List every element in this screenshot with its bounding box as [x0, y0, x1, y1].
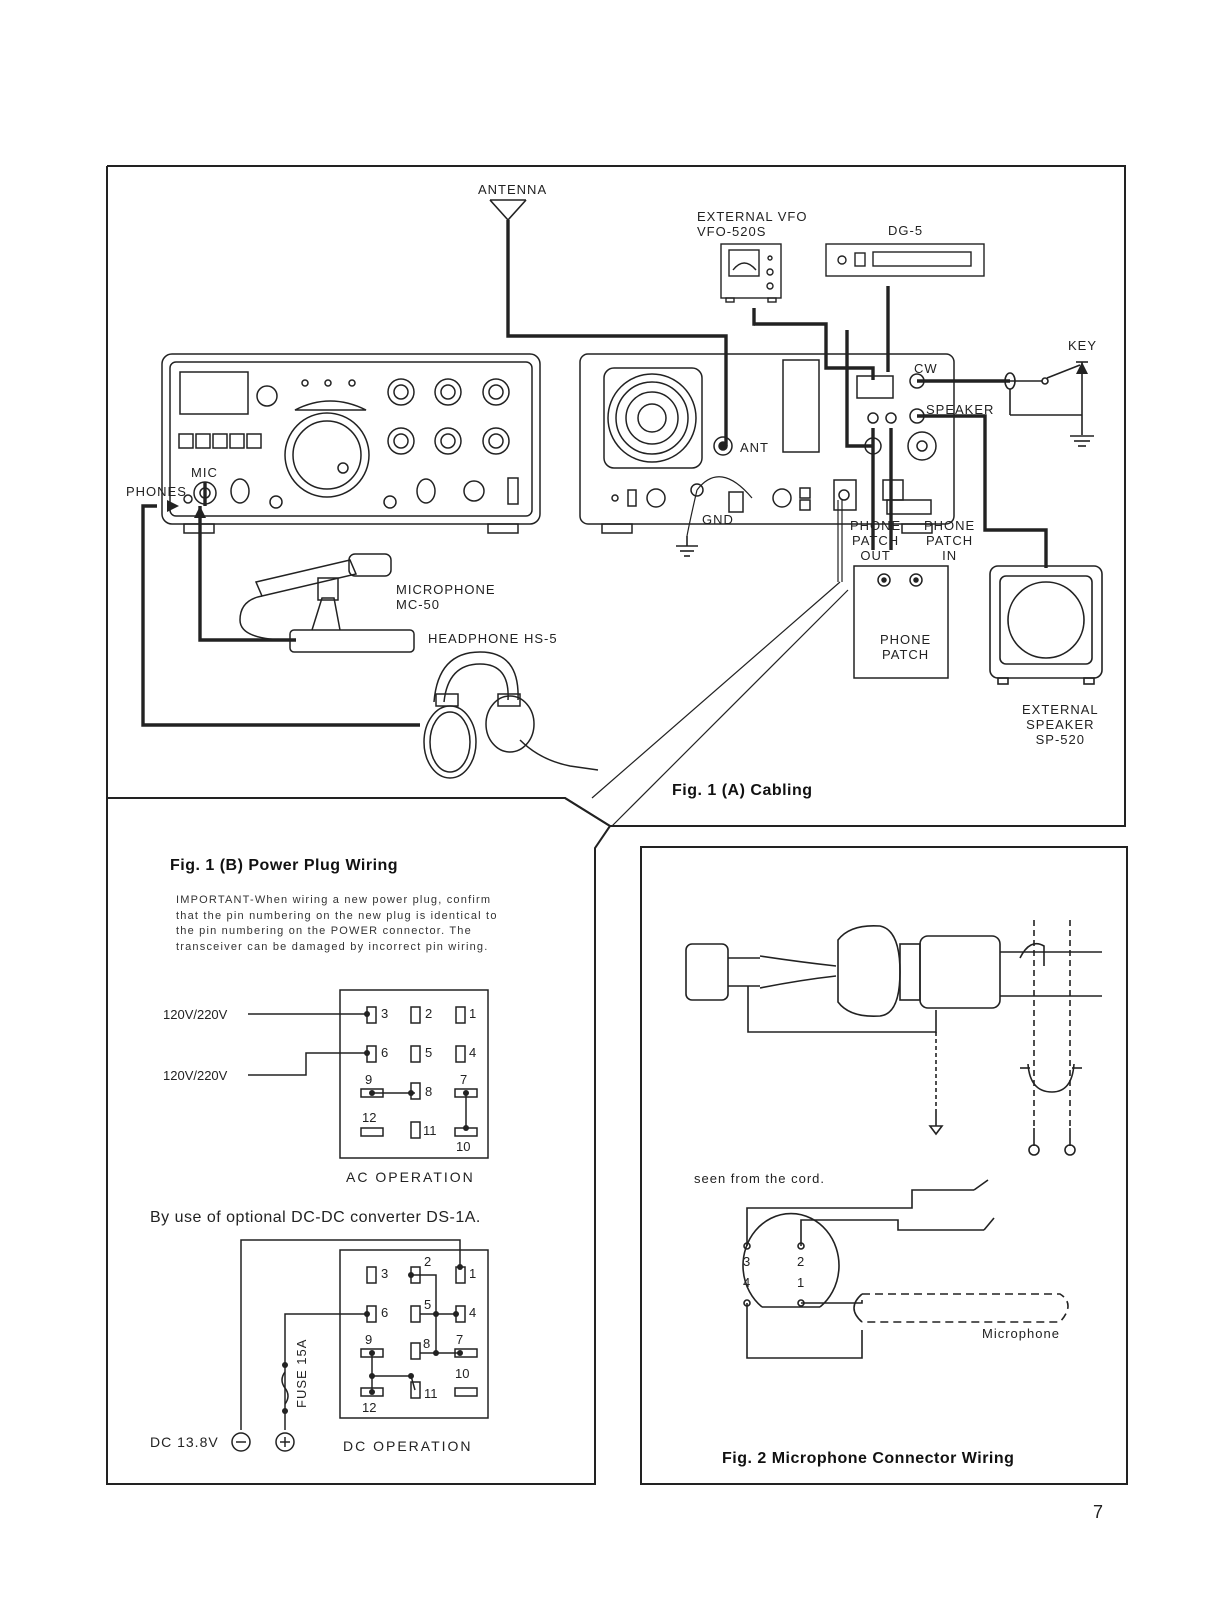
external-speaker-box	[989, 565, 1103, 685]
dc-pin-5: 5	[424, 1297, 432, 1312]
ground-symbol	[676, 435, 1094, 557]
mic-pin-4: 4	[743, 1275, 751, 1290]
ac-pin-3: 3	[381, 1006, 389, 1021]
seen-from-cord-label: seen from the cord.	[694, 1171, 825, 1186]
dc-terminals	[231, 1432, 295, 1452]
page-number: 7	[1093, 1502, 1104, 1522]
microphone-mc50-label: MICROPHONE MC-50	[396, 582, 496, 612]
phone-patch-in-label: PHONE PATCH IN	[924, 518, 976, 563]
ac-pin-4: 4	[469, 1045, 477, 1060]
ac-pin-12: 12	[362, 1110, 377, 1125]
phone-patch-cable	[591, 500, 849, 827]
gnd-label: GND	[702, 512, 734, 527]
ac-pin-5: 5	[425, 1045, 433, 1060]
antenna-symbol	[489, 199, 527, 221]
ac-pin-9: 9	[365, 1072, 373, 1087]
ac-pin-6: 6	[381, 1045, 389, 1060]
mic-plug-assembly	[685, 920, 1102, 1156]
ac-pin-1: 1	[469, 1006, 477, 1021]
gnd-wire	[686, 476, 753, 537]
dc-pin-7: 7	[456, 1332, 464, 1347]
microphone-mc50	[239, 553, 415, 653]
external-speaker-label: EXTERNAL SPEAKER SP-520	[1022, 702, 1099, 747]
dc-voltage-label: DC 13.8V	[150, 1434, 219, 1450]
dc-pin-11: 11	[424, 1386, 438, 1401]
external-vfo-unit	[720, 243, 782, 303]
dc-pin-2: 2	[424, 1254, 432, 1269]
dcdc-note: By use of optional DC-DC converter DS-1A…	[150, 1209, 481, 1226]
cw-label: CW	[914, 361, 938, 376]
mic-connector-face	[742, 1179, 1069, 1359]
dc-pin-12: 12	[362, 1400, 377, 1415]
dc-pin-3: 3	[381, 1266, 389, 1281]
ac-pin-8: 8	[425, 1084, 433, 1099]
ac-pin-2: 2	[425, 1006, 433, 1021]
dc-pin-8: 8	[423, 1336, 431, 1351]
fig1a-caption: Fig. 1 (A) Cabling	[672, 782, 813, 799]
ant-label: ANT	[740, 440, 769, 455]
fig2-caption: Fig. 2 Microphone Connector Wiring	[722, 1450, 1015, 1467]
headphone-hs5	[423, 651, 599, 779]
dc-pin-9: 9	[365, 1332, 373, 1347]
dg5-label: DG-5	[888, 223, 924, 238]
dc-dots	[282, 1264, 463, 1414]
headphone-hs5-label: HEADPHONE HS-5	[428, 631, 558, 646]
fig1b-frame	[106, 797, 612, 1485]
dc-operation-label: DC OPERATION	[343, 1438, 473, 1454]
ac-operation-label: AC OPERATION	[346, 1169, 475, 1185]
external-vfo-label: EXTERNAL VFO VFO-520S	[697, 209, 808, 239]
ac-pin-7: 7	[460, 1072, 468, 1087]
dg5-unit	[825, 243, 985, 277]
ac-pin-10: 10	[456, 1139, 471, 1154]
transceiver-front	[161, 353, 541, 534]
fuse-label: FUSE 15A	[294, 1338, 309, 1408]
arrowheads	[167, 362, 1088, 518]
fig2-frame	[640, 846, 1128, 1485]
phones-jack-label: PHONES	[126, 484, 187, 499]
dc-pin-1: 1	[469, 1266, 477, 1281]
phone-patch-label: PHONE PATCH	[880, 632, 932, 662]
phone-patch-box	[853, 565, 949, 679]
dc-pin-4: 4	[469, 1305, 477, 1320]
dc-pin-10: 10	[455, 1366, 470, 1381]
ac-voltage-label-1: 120V/220V	[163, 1007, 228, 1022]
key-symbol	[1004, 361, 1088, 435]
important-note: IMPORTANT-When wiring a new power plug, …	[176, 894, 498, 953]
fig1a-frame	[106, 165, 1126, 827]
mic-pin-1: 1	[797, 1275, 805, 1290]
mic-pin-2: 2	[797, 1254, 805, 1269]
fig1b-caption: Fig. 1 (B) Power Plug Wiring	[170, 857, 399, 874]
mic-pin-3: 3	[743, 1254, 751, 1269]
mic-jack-label: MIC	[191, 465, 218, 480]
antenna-label: ANTENNA	[478, 182, 548, 197]
key-label: KEY	[1068, 338, 1098, 353]
ac-pin-11: 11	[423, 1123, 437, 1138]
microphone-wire-label: Microphone	[982, 1326, 1060, 1341]
dc-pin-6: 6	[381, 1305, 389, 1320]
cables	[141, 220, 1048, 727]
ac-dots	[364, 1011, 469, 1131]
ac-voltage-label-2: 120V/220V	[163, 1068, 228, 1083]
phone-patch-out-label: PHONE PATCH OUT	[850, 518, 902, 563]
speaker-jack-label: SPEAKER	[926, 402, 995, 417]
dc-connector	[240, 1239, 489, 1430]
